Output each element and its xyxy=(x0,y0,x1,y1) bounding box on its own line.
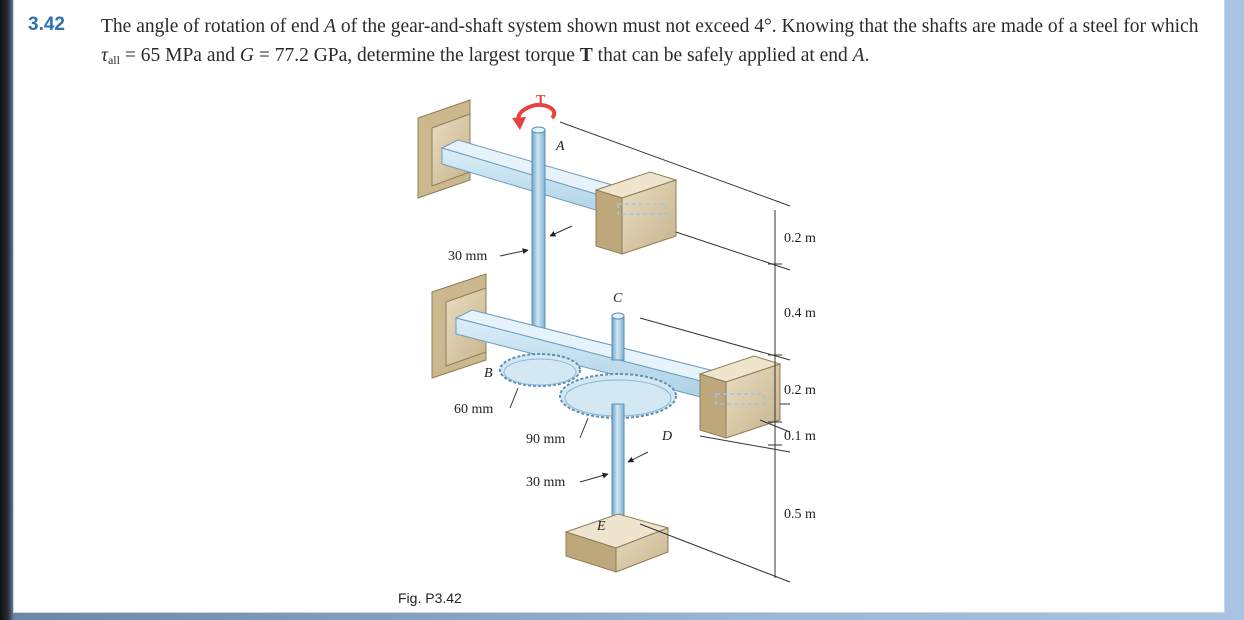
dimension-line xyxy=(768,210,782,578)
label-radius-b: 60 mm xyxy=(454,402,493,417)
support-block-bottom xyxy=(564,513,670,573)
label-a: A xyxy=(555,139,565,154)
dim-0-4m: 0.4 m xyxy=(784,306,816,321)
dim-0-5m: 0.5 m xyxy=(784,507,816,522)
label-b: B xyxy=(484,366,493,381)
torque-arrow xyxy=(512,103,557,130)
figure-caption: Fig. P3.42 xyxy=(398,590,462,606)
problem-number: 3.42 xyxy=(28,14,65,35)
dim-0-2m-upper: 0.2 m xyxy=(784,231,816,246)
support-block-upper-right xyxy=(594,171,678,255)
gear-b xyxy=(499,353,581,387)
label-torque: T xyxy=(536,93,546,108)
dim-0-1m: 0.1 m xyxy=(784,429,816,444)
statement-part: = 65 MPa and xyxy=(119,45,240,66)
label-e: E xyxy=(596,519,606,534)
label-diam-de: 30 mm xyxy=(526,475,565,490)
statement-part: = 77.2 GPa, determine the largest torque xyxy=(253,45,580,66)
problem-statement: The angle of rotation of end A of the ge… xyxy=(101,12,1211,75)
statement-part: that can be safely applied at end xyxy=(592,45,853,66)
end-a-symbol: A xyxy=(324,16,337,37)
dim-0-2m-lower: 0.2 m xyxy=(784,383,816,398)
end-a-symbol: A xyxy=(852,45,865,66)
tau-subscript: all xyxy=(107,53,120,67)
support-block-lower-right xyxy=(698,355,782,439)
shaft-cde xyxy=(611,312,625,527)
label-diam-ab: 30 mm xyxy=(448,249,487,264)
statement-part: of the gear-and-shaft system shown must … xyxy=(336,16,1199,37)
statement-part: The angle of rotation of end xyxy=(101,16,325,37)
torque-symbol: T xyxy=(579,45,593,66)
tau-symbol: τ xyxy=(101,45,108,66)
g-symbol: G xyxy=(239,45,254,66)
statement-part: . xyxy=(864,45,870,66)
label-radius-c: 90 mm xyxy=(526,432,565,447)
label-d: D xyxy=(661,429,672,444)
label-c: C xyxy=(613,291,623,306)
